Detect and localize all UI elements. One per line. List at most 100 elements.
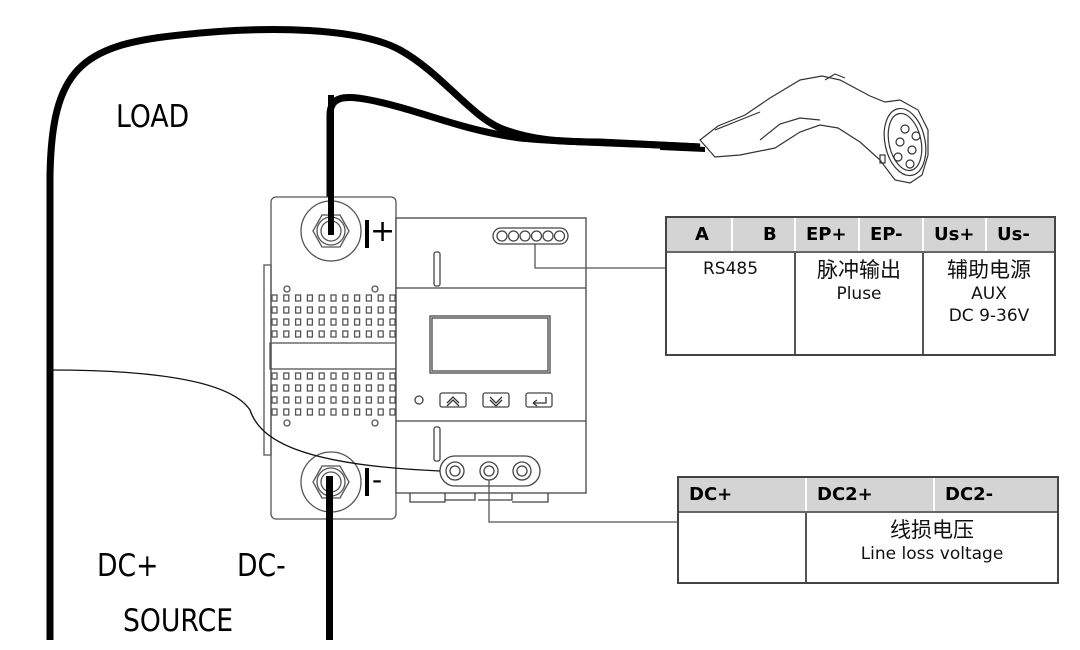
vent-slot — [318, 306, 325, 314]
vent-slot — [342, 294, 349, 302]
rs485-pin — [496, 230, 508, 242]
vent-slot — [318, 294, 325, 302]
vent-slot — [318, 372, 325, 380]
voltage-table-header: DC+ DC2+ DC2- — [679, 478, 1057, 513]
meter — [395, 217, 587, 503]
vent-slot — [294, 372, 302, 380]
dc-plus-cell — [679, 513, 807, 582]
load-label: LOAD — [116, 99, 190, 135]
vent-slot — [389, 396, 396, 404]
vent-slot — [365, 384, 373, 392]
header-us-plus: Us+ — [924, 218, 987, 251]
vent-slot — [342, 384, 349, 392]
header-ep-plus: EP+ — [796, 218, 860, 251]
vent-slot — [377, 372, 384, 380]
vent-slot — [353, 330, 361, 338]
leader-comm — [534, 244, 665, 269]
vent-slot — [306, 408, 314, 416]
source-label: SOURCE — [123, 603, 234, 639]
aux-power-cell: 辅助电源 AUX DC 9-36V — [947, 258, 1031, 326]
terminal-plus-symbol: + — [370, 214, 396, 249]
button-down — [482, 392, 510, 408]
header-dc2-plus: DC2+ — [807, 478, 935, 511]
ev-charger-plug — [699, 73, 929, 184]
vent-slot — [353, 384, 361, 392]
leader-voltage — [488, 480, 677, 523]
vent-slot — [306, 330, 314, 338]
button-up — [439, 392, 467, 408]
vent-slot — [365, 294, 373, 302]
rs485-pin — [519, 230, 531, 242]
rs485-cell: RS485 — [667, 253, 796, 354]
vent-slot — [389, 372, 396, 380]
vent-slot — [342, 306, 349, 314]
vent-slot — [283, 330, 290, 338]
vent-slot — [330, 330, 337, 338]
header-us-minus: Us- — [997, 224, 1030, 245]
shunt-grid-lower — [271, 372, 396, 416]
vent-slot — [342, 318, 349, 326]
vent-slot — [353, 408, 361, 416]
rs485-pin — [542, 230, 554, 242]
sense-wire — [49, 369, 441, 472]
comm-table-header: A B EP+ EP- Us+ Us- — [667, 218, 1054, 253]
vent-slot — [377, 330, 384, 338]
vent-slot — [318, 408, 325, 416]
vent-slot — [318, 318, 325, 326]
vent-slot — [306, 318, 314, 326]
vent-slot — [283, 384, 290, 392]
vent-slot — [294, 396, 302, 404]
comm-terminal-table: A B EP+ EP- Us+ Us- RS485 脉冲输出 Pluse 辅助电… — [665, 216, 1056, 356]
vent-slot — [389, 318, 396, 326]
vent-slot — [342, 330, 349, 338]
vent-slot — [318, 384, 325, 392]
vent-slot — [294, 294, 302, 302]
vent-slot — [318, 330, 325, 338]
voltage-terminal-table: DC+ DC2+ DC2- 线损电压 Line loss voltage — [677, 476, 1059, 584]
vent-slot — [271, 318, 278, 326]
header-dc2-minus: DC2- — [945, 484, 994, 505]
header-a: A — [667, 218, 733, 251]
vent-slot — [353, 318, 361, 326]
terminal-minus-symbol: - — [372, 463, 383, 496]
rs485-pin — [507, 230, 520, 242]
pulse-output-cell: 脉冲输出 Pluse — [796, 253, 924, 354]
vent-slot — [306, 306, 314, 314]
vent-slot — [271, 396, 278, 404]
vent-slot — [294, 330, 302, 338]
vent-slot — [353, 396, 361, 404]
header-ep-minus: EP- — [860, 218, 924, 251]
vent-slot — [365, 318, 373, 326]
vent-slot — [365, 372, 373, 380]
vent-slot — [365, 306, 373, 314]
vent-slot — [342, 396, 349, 404]
vent-slot — [330, 396, 337, 404]
vent-slot — [377, 318, 384, 326]
load-cable — [326, 94, 701, 230]
vent-slot — [283, 408, 290, 416]
vent-slot — [342, 372, 349, 380]
vent-slot — [271, 294, 278, 302]
vent-slot — [365, 330, 373, 338]
vent-slot — [294, 306, 302, 314]
vent-slot — [353, 306, 361, 314]
vent-slot — [330, 294, 337, 302]
vent-slot — [353, 294, 361, 302]
vent-slot — [271, 408, 278, 416]
vent-slot — [306, 372, 314, 380]
vent-slot — [283, 396, 290, 404]
dc-plus-label: DC+ — [97, 548, 159, 584]
vent-slot — [318, 396, 325, 404]
rs485-pin — [553, 230, 566, 242]
rs485-pin — [530, 230, 543, 242]
header-b: B — [733, 218, 796, 251]
header-dc-plus: DC+ — [679, 478, 807, 511]
dc-plus-cable — [46, 26, 701, 640]
line-loss-cell: 线损电压 Line loss voltage — [860, 518, 1004, 564]
dc-minus-label: DC- — [237, 548, 286, 584]
shunt-grid-upper — [271, 294, 396, 338]
vent-slot — [271, 330, 278, 338]
vent-slot — [294, 384, 302, 392]
vent-slot — [389, 408, 396, 416]
vent-slot — [389, 330, 396, 338]
